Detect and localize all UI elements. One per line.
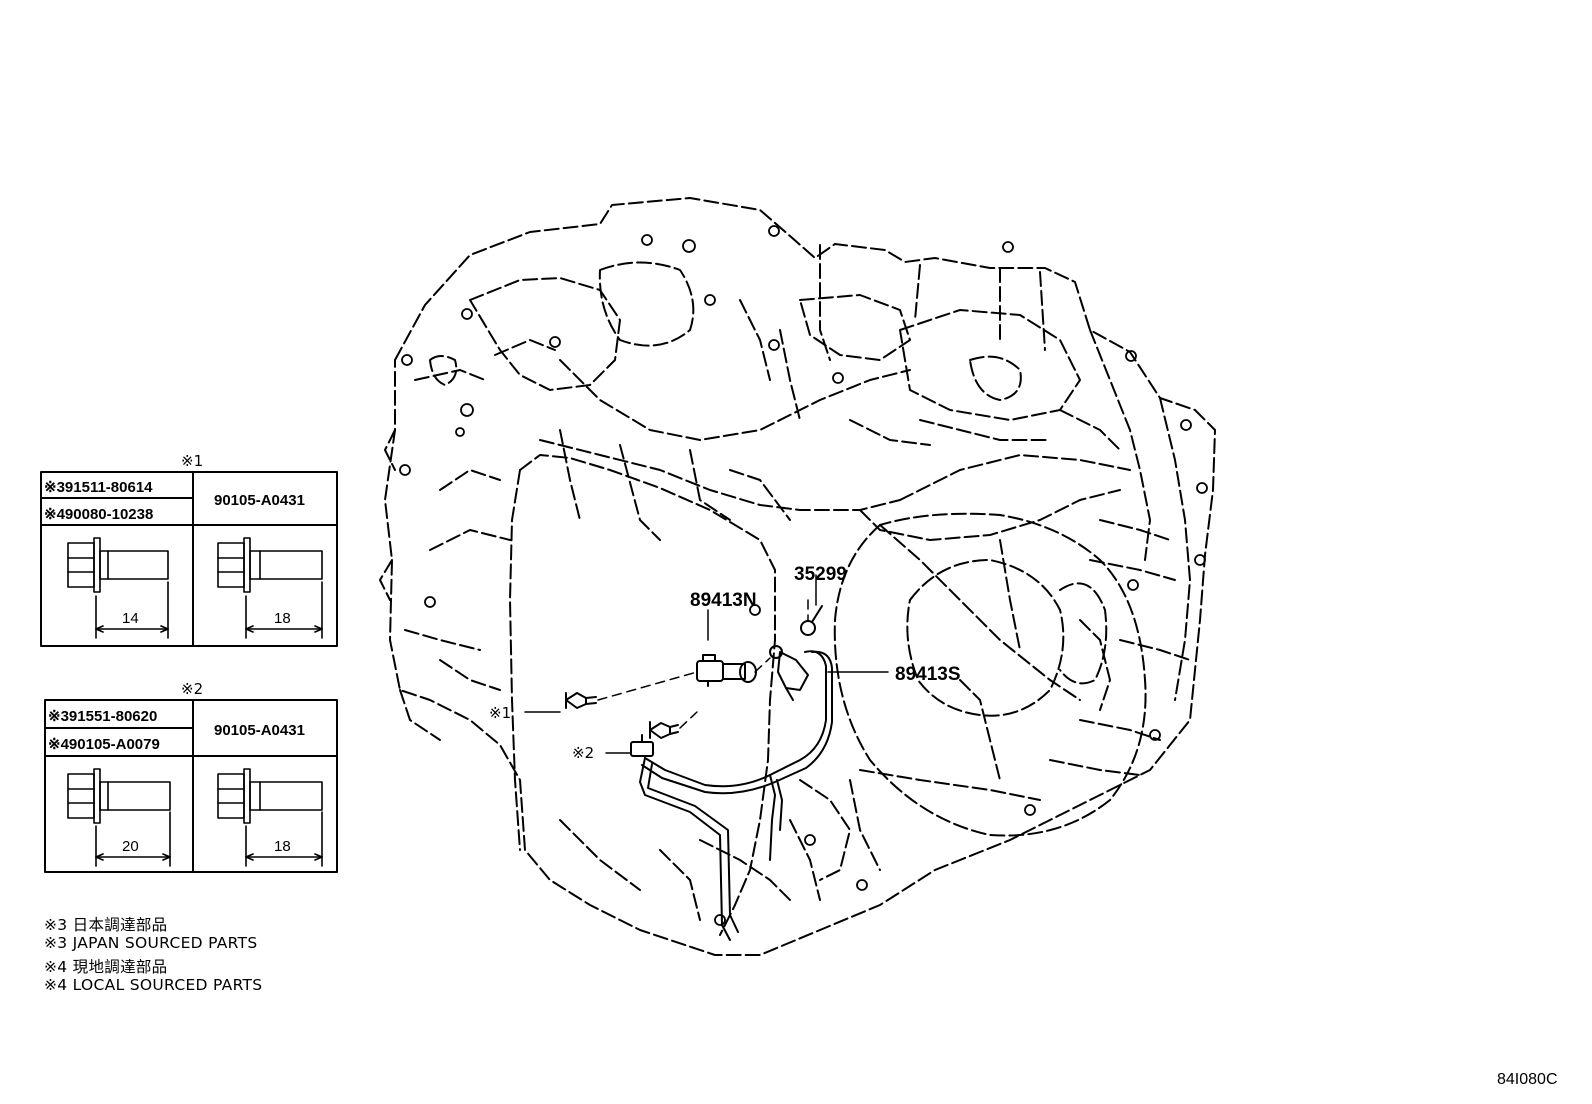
bolt-2 <box>649 721 679 739</box>
bolt-table-2 <box>44 699 338 873</box>
table-1-part-b: ※490080-10238 <box>44 506 153 523</box>
sensor-harness <box>630 650 833 941</box>
note-local-jp: ※4 現地調達部品 <box>44 958 168 976</box>
table-2-part-a: ※391551-80620 <box>48 708 157 725</box>
callout-89413s: 89413S <box>895 664 961 685</box>
callout-35299: 35299 <box>794 564 847 585</box>
bolt-drawing-20 <box>67 768 171 867</box>
callout-ref-1: ※1 <box>489 704 511 722</box>
table-2-part-c: 90105-A0431 <box>214 722 305 739</box>
table-1-part-c: 90105-A0431 <box>214 492 305 509</box>
table-2-dim-a: 20 <box>122 838 139 855</box>
table-2-heading: ※2 <box>181 680 203 698</box>
housing-bolt-holes <box>399 225 1208 926</box>
wire-clip-35299 <box>800 605 823 636</box>
transaxle-housing <box>379 197 1216 956</box>
table-2-dim-b: 18 <box>274 838 291 855</box>
bolt-1 <box>565 692 597 709</box>
table-1-heading: ※1 <box>181 452 203 470</box>
note-japan-en: ※3 JAPAN SOURCED PARTS <box>44 934 258 952</box>
note-japan-jp: ※3 日本調達部品 <box>44 916 168 934</box>
bolt-drawing-14 <box>67 537 169 639</box>
bolt-table-1 <box>40 471 338 647</box>
assembly-lines <box>597 599 809 729</box>
table-1-dim-b: 18 <box>274 610 291 627</box>
leader-lines <box>524 574 889 754</box>
bolt-drawing-18 <box>217 537 323 639</box>
speed-sensor-n <box>696 654 757 687</box>
speed-sensor-s <box>769 645 809 701</box>
figure-code: 84I080C <box>1497 1071 1558 1088</box>
callout-ref-2: ※2 <box>572 744 594 762</box>
table-1-part-a: ※391511-80614 <box>44 479 153 496</box>
table-2-part-b: ※490105-A0079 <box>48 736 160 753</box>
note-local-en: ※4 LOCAL SOURCED PARTS <box>44 976 263 994</box>
table-1-dim-a: 14 <box>122 610 139 627</box>
bolt-drawing-18b <box>217 768 323 867</box>
callout-89413n: 89413N <box>690 590 757 611</box>
